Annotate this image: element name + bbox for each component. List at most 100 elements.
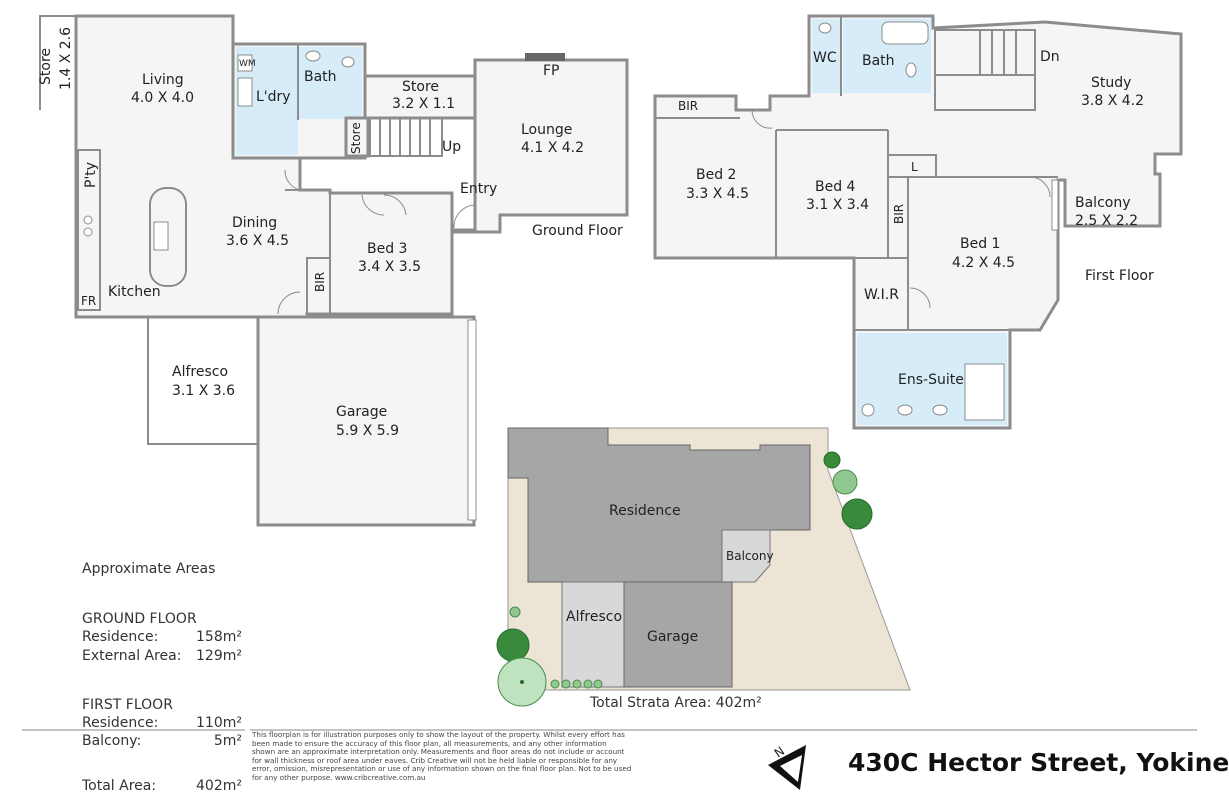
entry-label: Entry	[460, 181, 497, 197]
bir-b-label: BIR	[892, 204, 906, 224]
ensuite-label: Ens-Suite	[898, 372, 964, 388]
study-label: Study	[1091, 75, 1131, 91]
first-floor-label: First Floor	[1085, 268, 1154, 284]
alfresco-dims: 3.1 X 3.6	[172, 383, 235, 399]
shower-icon	[964, 363, 1005, 421]
first-floor-title: FIRST FLOOR	[82, 697, 173, 713]
total-area-row: Total Area: 402m²	[82, 778, 242, 794]
up-label: Up	[442, 139, 461, 155]
bed1-label: Bed 1	[960, 236, 1000, 252]
ensuite-basin-1	[897, 404, 913, 416]
property-address: 430C Hector Street, Yokine	[848, 748, 1229, 777]
tree-icon	[832, 469, 858, 495]
bed3-dims: 3.4 X 3.5	[358, 259, 421, 275]
bed3-bir	[306, 257, 331, 315]
wir-door-swing	[909, 287, 931, 309]
wc-label: WC	[813, 50, 837, 66]
bed2-label: Bed 2	[696, 167, 736, 183]
ground-floor-label: Ground Floor	[532, 223, 623, 239]
store-c-label: Store	[349, 122, 363, 154]
basin-icon	[305, 50, 321, 62]
planter-row	[550, 679, 603, 689]
areas-title: Approximate Areas	[82, 561, 216, 577]
ground-outline	[74, 14, 629, 319]
kitchen-bench	[77, 149, 101, 311]
first-balcony-row: Balcony: 5m²	[82, 733, 242, 749]
laundry-tub-icon	[237, 77, 253, 107]
tree-icon	[823, 451, 841, 469]
bed2-dims: 3.3 X 4.5	[686, 186, 749, 202]
study-dims: 3.8 X 4.2	[1081, 93, 1144, 109]
garage-dims: 5.9 X 5.9	[336, 423, 399, 439]
ground-residence-row: Residence: 158m²	[82, 629, 242, 645]
site-garage-label: Garage	[647, 629, 698, 645]
bed4-label: Bed 4	[815, 179, 856, 195]
balcony-label: Balcony	[1075, 195, 1131, 211]
washing-machine-icon	[237, 54, 253, 72]
balcony-slider	[1051, 179, 1059, 231]
linen-label: L	[911, 160, 918, 174]
lounge-label: Lounge	[521, 122, 572, 138]
store-a-dims: 1.4 X 2.6	[58, 27, 74, 90]
garage-door-swing	[277, 291, 301, 315]
site-alfresco-label: Alfresco	[566, 609, 622, 625]
bed3-label: Bed 3	[367, 241, 407, 257]
site-garage	[623, 581, 733, 688]
store-c-outline	[344, 116, 370, 158]
ground-external-row: External Area: 129m²	[82, 648, 242, 664]
first-floor-plan: WC Bath Dn Study 3.8 X 4.2 BIR Bed 2 3.3…	[653, 14, 1183, 430]
first-residence-row: Residence: 110m²	[82, 715, 242, 731]
shrub-icon	[509, 606, 521, 618]
wc-toilet-icon	[818, 22, 832, 34]
bir-a-label: BIR	[678, 99, 698, 113]
toilet-icon	[341, 56, 355, 68]
first-outline	[653, 14, 1183, 430]
cooktop-icon	[83, 215, 93, 225]
first-bath-label: Bath	[862, 53, 895, 69]
garage-outline	[256, 315, 476, 527]
lounge-dims: 4.1 X 4.2	[521, 140, 584, 156]
bed4-dims: 3.1 X 3.4	[806, 197, 869, 213]
fp-label: FP	[543, 63, 560, 79]
stairs	[369, 117, 443, 157]
ground-floor-title: GROUND FLOOR	[82, 611, 197, 627]
bir-label: BIR	[313, 272, 327, 292]
north-arrow-icon: N	[768, 744, 806, 790]
sink-icon	[153, 221, 169, 251]
fireplace-icon	[525, 53, 565, 61]
laundry-label: L'dry	[256, 89, 291, 105]
wir-label: W.I.R	[864, 287, 899, 303]
ensuite-basin-2	[932, 404, 948, 416]
store-wall	[39, 15, 76, 110]
site-plan: Residence Balcony Alfresco Garage	[496, 427, 911, 707]
site-residence-label: Residence	[609, 503, 681, 519]
store-b-dims: 3.2 X 1.1	[392, 96, 455, 112]
tree-icon	[496, 628, 530, 662]
disclaimer-text: This floorplan is for illustration purpo…	[252, 730, 632, 782]
dn-label: Dn	[1040, 49, 1060, 65]
store-b-outline	[363, 74, 477, 120]
garage-label: Garage	[336, 404, 387, 420]
site-balcony	[721, 529, 771, 583]
ensuite-toilet-icon	[861, 403, 875, 417]
bed1-door-swing	[1029, 176, 1051, 198]
total-strata-area: Total Strata Area: 402m²	[590, 695, 762, 711]
ground-bath-label: Bath	[304, 69, 337, 85]
kitchen-island	[149, 187, 187, 287]
site-balcony-label: Balcony	[726, 549, 774, 563]
bathtub-icon	[881, 21, 929, 45]
alfresco-outline	[147, 316, 259, 445]
living-dims: 4.0 X 4.0	[131, 90, 194, 106]
garage-door	[467, 319, 477, 521]
living-label: Living	[142, 72, 184, 88]
first-stairs	[934, 29, 1036, 111]
door-swing	[284, 169, 301, 191]
dining-dims: 3.6 X 4.5	[226, 233, 289, 249]
bed2-door-swing	[751, 109, 773, 129]
wm-label: WM	[239, 59, 256, 69]
bed1-dims: 4.2 X 4.5	[952, 255, 1015, 271]
balcony-dims: 2.5 X 2.2	[1075, 213, 1138, 229]
alfresco-label: Alfresco	[172, 364, 228, 380]
ground-floor-plan: Store 1.4 X 2.6 Living 4.0 X 4.0 L'dry W…	[38, 14, 629, 527]
